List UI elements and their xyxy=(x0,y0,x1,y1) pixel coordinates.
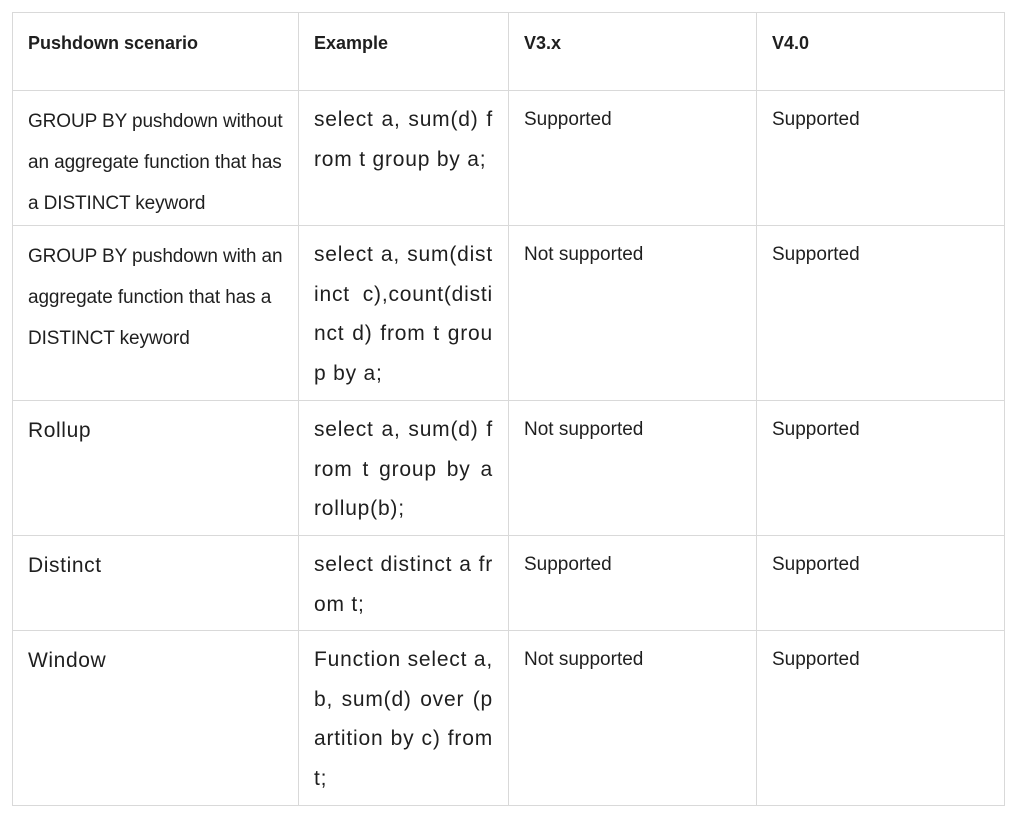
header-v3x: V3.x xyxy=(508,12,757,91)
example-cell: select distinct a from t; xyxy=(298,535,509,631)
table-header-row: Pushdown scenario Example V3.x V4.0 xyxy=(12,12,1005,91)
v3-support-text: Not supported xyxy=(524,419,644,440)
header-example: Example xyxy=(298,12,509,91)
scenario-cell: GROUP BY pushdown with an aggregate func… xyxy=(12,225,299,401)
v4-cell: Supported xyxy=(756,90,1005,226)
example-text: select a, sum(distinct c),count(distinct… xyxy=(314,243,493,385)
v4-support-text: Supported xyxy=(772,554,860,575)
scenario-text: Rollup xyxy=(28,419,92,442)
v3-support-text: Not supported xyxy=(524,649,644,670)
v3-cell: Not supported xyxy=(508,630,757,806)
v3-support-text: Not supported xyxy=(524,244,644,265)
scenario-text: GROUP BY pushdown with an aggregate func… xyxy=(28,246,283,349)
example-cell: Function select a, b, sum(d) over (parti… xyxy=(298,630,509,806)
v4-support-text: Supported xyxy=(772,419,860,440)
example-cell: select a, sum(d) from t group by a; xyxy=(298,90,509,226)
table-row: GROUP BY pushdown with an aggregate func… xyxy=(12,225,1005,401)
table-row: Distinct select distinct a from t; Suppo… xyxy=(12,535,1005,631)
example-text: select a, sum(d) from t group by a rollu… xyxy=(314,418,493,520)
scenario-cell: Rollup xyxy=(12,400,299,536)
scenario-text: Distinct xyxy=(28,554,102,577)
v4-support-text: Supported xyxy=(772,244,860,265)
table-row: Rollup select a, sum(d) from t group by … xyxy=(12,400,1005,536)
v4-cell: Supported xyxy=(756,535,1005,631)
v4-cell: Supported xyxy=(756,225,1005,401)
scenario-cell: GROUP BY pushdown without an aggregate f… xyxy=(12,90,299,226)
v3-cell: Not supported xyxy=(508,225,757,401)
v3-support-text: Supported xyxy=(524,109,612,130)
v4-support-text: Supported xyxy=(772,109,860,130)
example-text: select a, sum(d) from t group by a; xyxy=(314,108,493,171)
v4-cell: Supported xyxy=(756,630,1005,806)
v3-cell: Supported xyxy=(508,535,757,631)
v4-cell: Supported xyxy=(756,400,1005,536)
example-cell: select a, sum(distinct c),count(distinct… xyxy=(298,225,509,401)
scenario-text: Window xyxy=(28,649,107,672)
header-pushdown-scenario: Pushdown scenario xyxy=(12,12,299,91)
v3-cell: Not supported xyxy=(508,400,757,536)
example-text: Function select a, b, sum(d) over (parti… xyxy=(314,648,493,790)
example-cell: select a, sum(d) from t group by a rollu… xyxy=(298,400,509,536)
pushdown-comparison-table: Pushdown scenario Example V3.x V4.0 GROU… xyxy=(12,12,1005,806)
header-v40: V4.0 xyxy=(756,12,1005,91)
v4-support-text: Supported xyxy=(772,649,860,670)
v3-support-text: Supported xyxy=(524,554,612,575)
table-row: GROUP BY pushdown without an aggregate f… xyxy=(12,90,1005,226)
table-row: Window Function select a, b, sum(d) over… xyxy=(12,630,1005,806)
example-text: select distinct a from t; xyxy=(314,553,493,616)
v3-cell: Supported xyxy=(508,90,757,226)
scenario-text: GROUP BY pushdown without an aggregate f… xyxy=(28,111,283,214)
scenario-cell: Distinct xyxy=(12,535,299,631)
scenario-cell: Window xyxy=(12,630,299,806)
